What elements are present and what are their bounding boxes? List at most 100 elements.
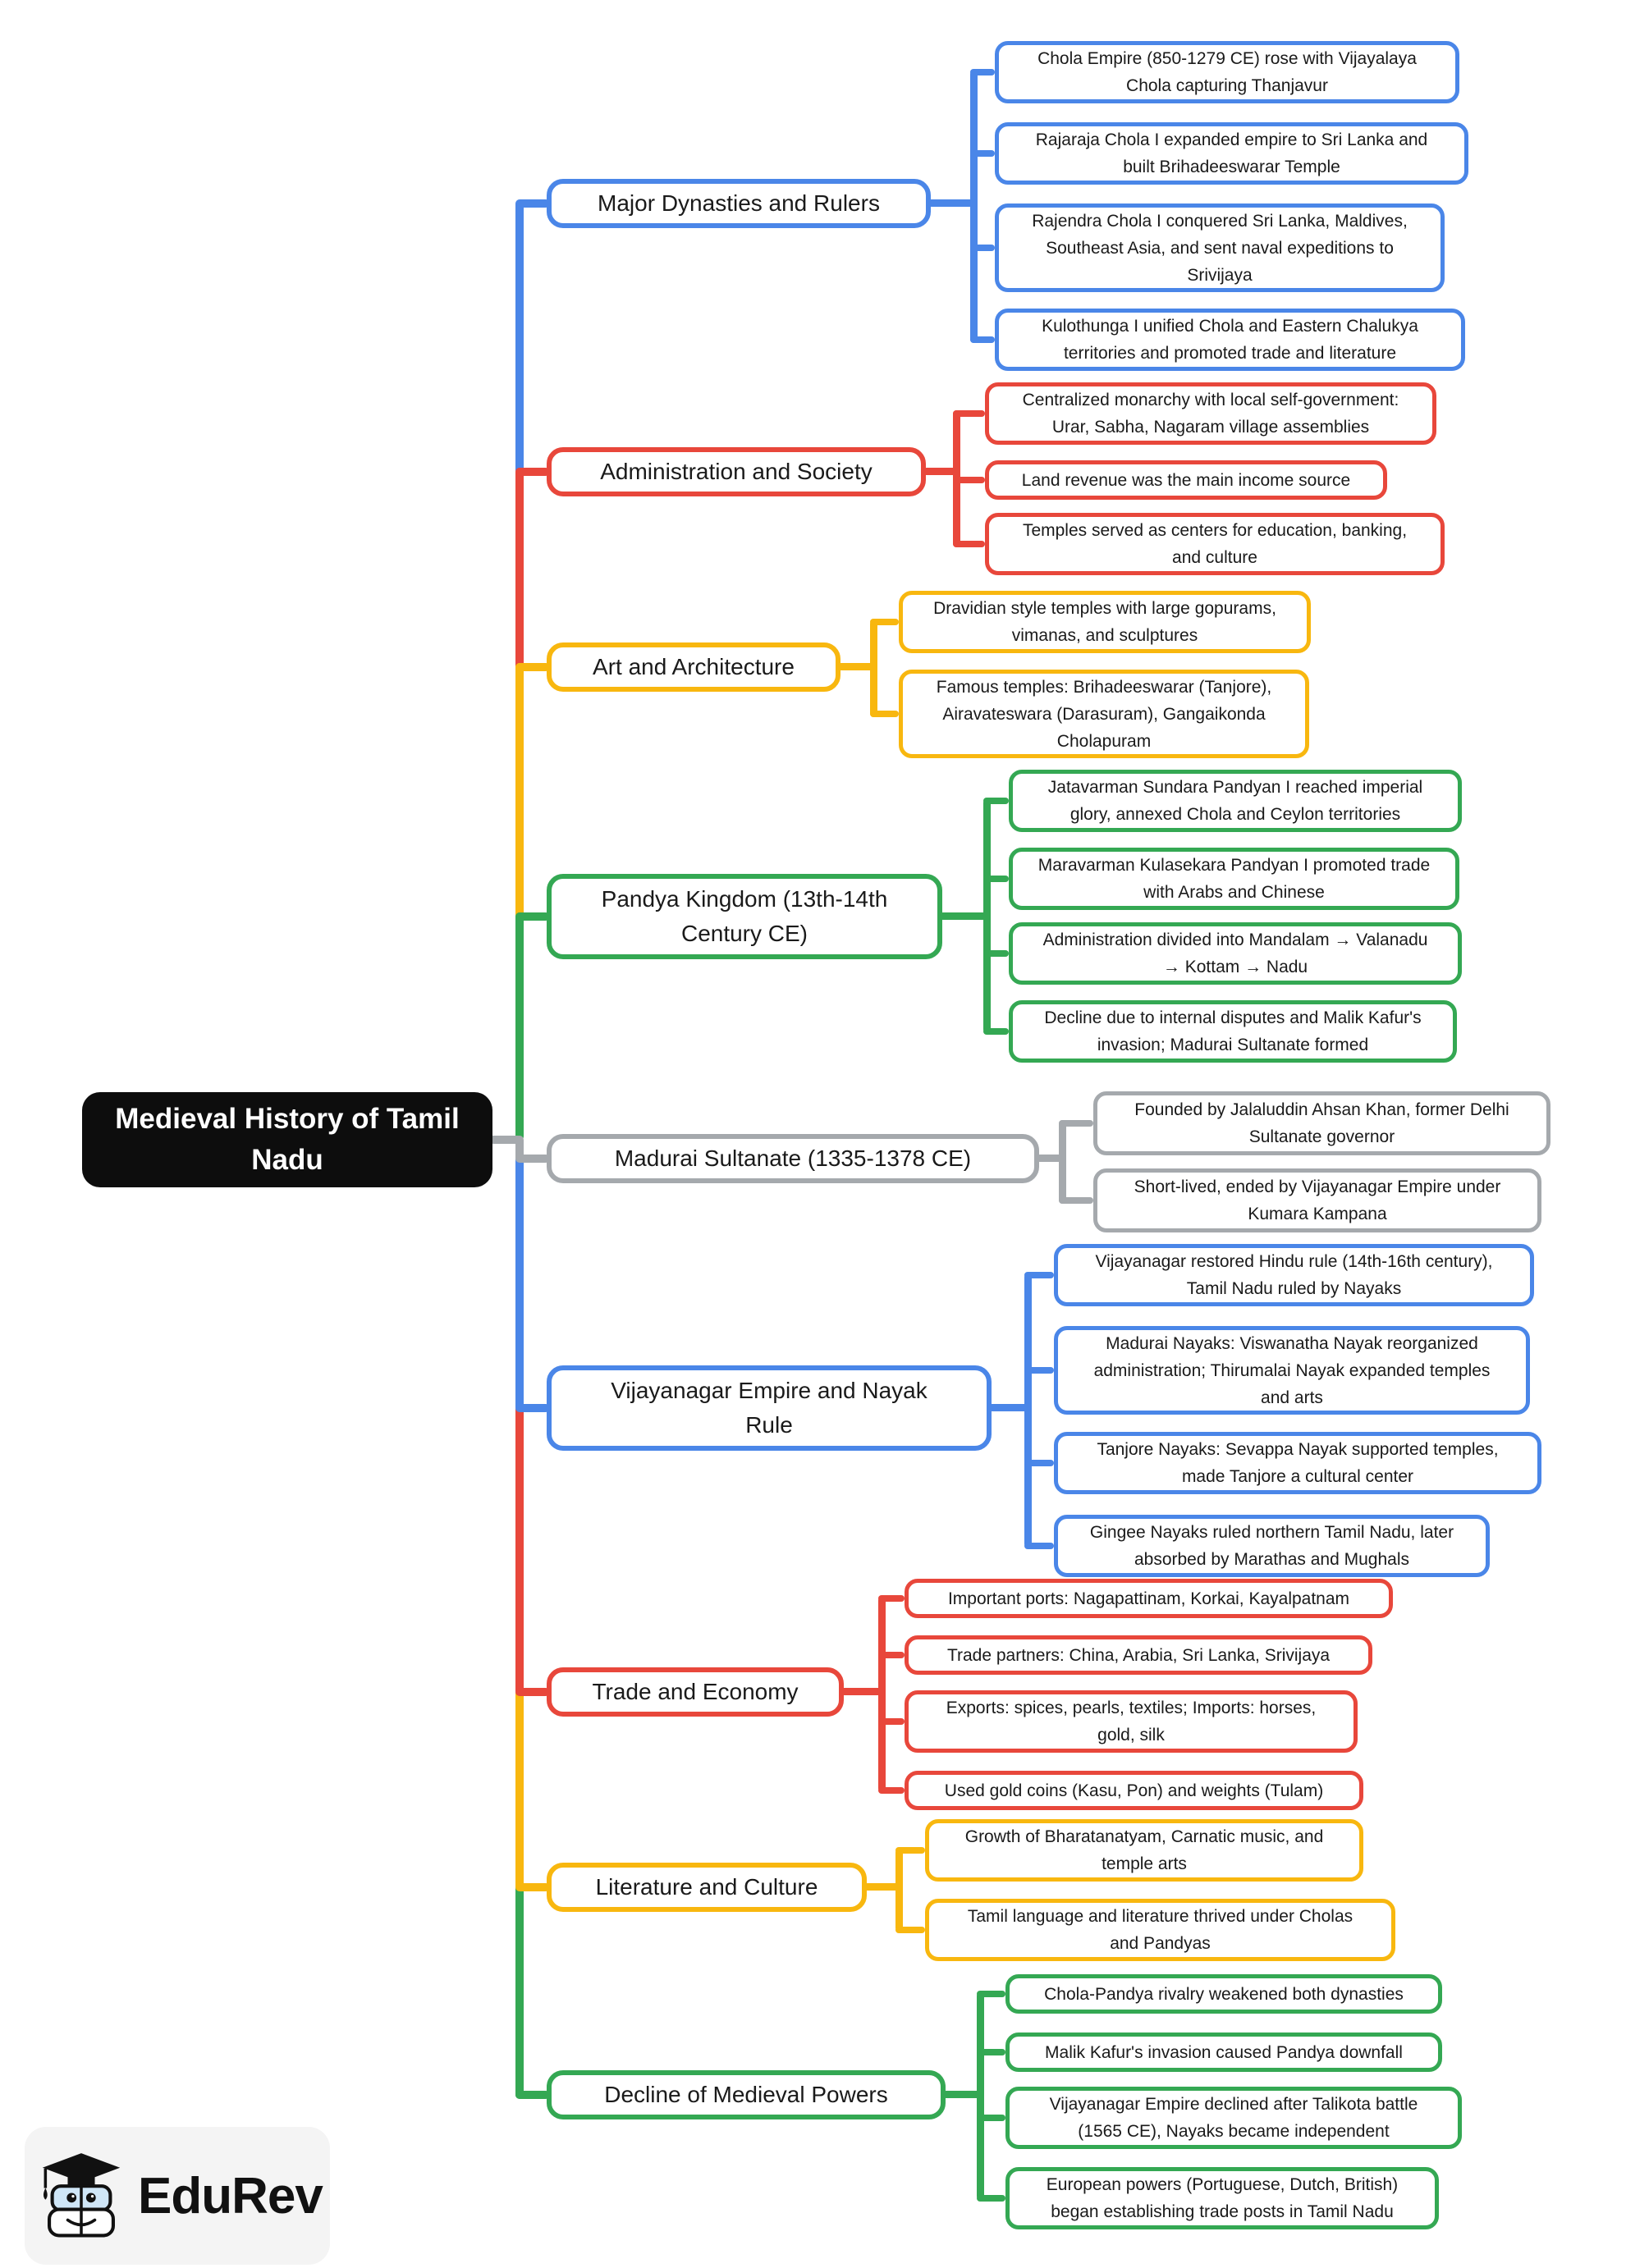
leaf[interactable]: Growth of Bharatanatyam, Carnatic music,…: [925, 1819, 1363, 1882]
connector: [977, 2195, 1005, 2202]
connector: [515, 468, 524, 670]
branch-vijayanagar-nayak[interactable]: Vijayanagar Empire and Nayak Rule: [547, 1365, 992, 1451]
branch-major-dynasties[interactable]: Major Dynasties and Rulers: [547, 179, 931, 228]
connector: [895, 1849, 903, 1932]
connector: [515, 1136, 524, 1162]
leaf[interactable]: Famous temples: Brihadeeswarar (Tanjore)…: [899, 670, 1309, 758]
connector: [983, 1028, 1009, 1035]
leaf[interactable]: Rajendra Chola I conquered Sri Lanka, Ma…: [995, 203, 1445, 292]
leaf[interactable]: Malik Kafur's invasion caused Pandya dow…: [1005, 2033, 1442, 2072]
connector: [1024, 1543, 1054, 1549]
connector: [1024, 1273, 1032, 1548]
connector: [1059, 1120, 1066, 1204]
branch-decline-powers[interactable]: Decline of Medieval Powers: [547, 2070, 946, 2119]
leaf[interactable]: Gingee Nayaks ruled northern Tamil Nadu,…: [1054, 1515, 1490, 1577]
connector: [1036, 1155, 1065, 1162]
connector: [515, 199, 550, 208]
connector: [878, 1652, 905, 1658]
connector: [970, 150, 995, 157]
leaf[interactable]: Tanjore Nayaks: Sevappa Nayak supported …: [1054, 1432, 1541, 1494]
connector: [953, 477, 985, 483]
leaf[interactable]: Temples served as centers for education,…: [985, 513, 1445, 575]
connector: [1024, 1367, 1054, 1374]
connector: [970, 69, 995, 75]
branch-administration[interactable]: Administration and Society: [547, 447, 926, 496]
leaf[interactable]: Madurai Nayaks: Viswanatha Nayak reorgan…: [1054, 1326, 1530, 1415]
connector: [515, 912, 524, 1141]
connector: [953, 410, 985, 417]
leaf[interactable]: Important ports: Nagapattinam, Korkai, K…: [905, 1579, 1393, 1618]
connector: [977, 2115, 1005, 2121]
leaf[interactable]: Vijayanagar Empire declined after Taliko…: [1005, 2087, 1462, 2149]
central-topic[interactable]: Medieval History of Tamil Nadu: [82, 1092, 492, 1187]
connector: [970, 336, 995, 343]
leaf[interactable]: Exports: spices, pearls, textiles; Impor…: [905, 1690, 1358, 1753]
connector: [515, 1405, 524, 1695]
connector: [515, 468, 550, 476]
connector: [863, 1883, 900, 1891]
leaf[interactable]: European powers (Portuguese, Dutch, Brit…: [1005, 2167, 1439, 2229]
connector: [1059, 1197, 1093, 1204]
connector: [489, 1136, 522, 1144]
connector: [977, 1991, 1005, 1997]
connector: [870, 620, 877, 717]
connector: [515, 663, 524, 919]
leaf[interactable]: Trade partners: China, Arabia, Sri Lanka…: [905, 1635, 1372, 1675]
connector: [970, 71, 978, 343]
leaf[interactable]: Maravarman Kulasekara Pandyan I promoted…: [1009, 848, 1459, 910]
connector: [928, 199, 975, 207]
connector: [923, 468, 958, 475]
connector: [939, 912, 988, 920]
connector: [515, 2091, 550, 2099]
leaf[interactable]: Chola-Pandya rivalry weakened both dynas…: [1005, 1974, 1442, 2014]
connector: [1024, 1460, 1054, 1466]
leaf[interactable]: Dravidian style temples with large gopur…: [899, 591, 1311, 653]
branch-trade-economy[interactable]: Trade and Economy: [547, 1667, 844, 1717]
edurev-logo[interactable]: EduRev: [25, 2127, 330, 2265]
connector: [878, 1595, 905, 1602]
leaf[interactable]: Kulothunga I unified Chola and Eastern C…: [995, 309, 1465, 371]
leaf[interactable]: Land revenue was the main income source: [985, 460, 1387, 500]
branch-madurai-sultanate[interactable]: Madurai Sultanate (1335-1378 CE): [547, 1134, 1039, 1183]
branch-literature-culture[interactable]: Literature and Culture: [547, 1863, 867, 1912]
branch-pandya-kingdom[interactable]: Pandya Kingdom (13th-14th Century CE): [547, 874, 942, 959]
connector: [515, 1884, 524, 2099]
connector: [983, 798, 1009, 804]
branch-art-architecture[interactable]: Art and Architecture: [547, 642, 840, 692]
leaf[interactable]: Tamil language and literature thrived un…: [925, 1899, 1395, 1961]
connector: [515, 663, 550, 671]
connector: [988, 1404, 1029, 1411]
connector: [1059, 1120, 1093, 1127]
connector: [878, 1597, 886, 1792]
connector: [515, 1155, 524, 1411]
edurev-logo-text: EduRev: [138, 2167, 323, 2225]
leaf[interactable]: Centralized monarchy with local self-gov…: [985, 382, 1436, 445]
edurev-mascot-icon: [33, 2147, 130, 2244]
connector: [870, 711, 899, 717]
leaf[interactable]: Founded by Jalaluddin Ahsan Khan, former…: [1093, 1091, 1550, 1155]
connector: [983, 876, 1009, 882]
leaf[interactable]: Chola Empire (850-1279 CE) rose with Vij…: [995, 41, 1459, 103]
leaf[interactable]: Jatavarman Sundara Pandyan I reached imp…: [1009, 770, 1462, 832]
connector: [515, 1155, 550, 1163]
connector: [515, 912, 550, 921]
connector: [878, 1787, 905, 1794]
connector: [515, 1404, 550, 1412]
connector: [515, 1688, 550, 1696]
connector: [895, 1927, 925, 1933]
leaf[interactable]: Short-lived, ended by Vijayanagar Empire…: [1093, 1168, 1541, 1232]
connector: [1024, 1272, 1054, 1278]
leaf[interactable]: Vijayanagar restored Hindu rule (14th-16…: [1054, 1244, 1534, 1306]
leaf[interactable]: Used gold coins (Kasu, Pon) and weights …: [905, 1771, 1363, 1810]
connector: [970, 245, 995, 251]
connector: [870, 619, 899, 625]
connector: [983, 799, 991, 1033]
leaf[interactable]: Administration divided into Mandalam → V…: [1009, 922, 1462, 985]
leaf[interactable]: Rajaraja Chola I expanded empire to Sri …: [995, 122, 1468, 185]
connector: [895, 1847, 925, 1854]
connector: [878, 1718, 905, 1725]
connector: [977, 1992, 984, 2200]
leaf[interactable]: Decline due to internal disputes and Mal…: [1009, 1000, 1457, 1063]
connector: [942, 2091, 982, 2098]
